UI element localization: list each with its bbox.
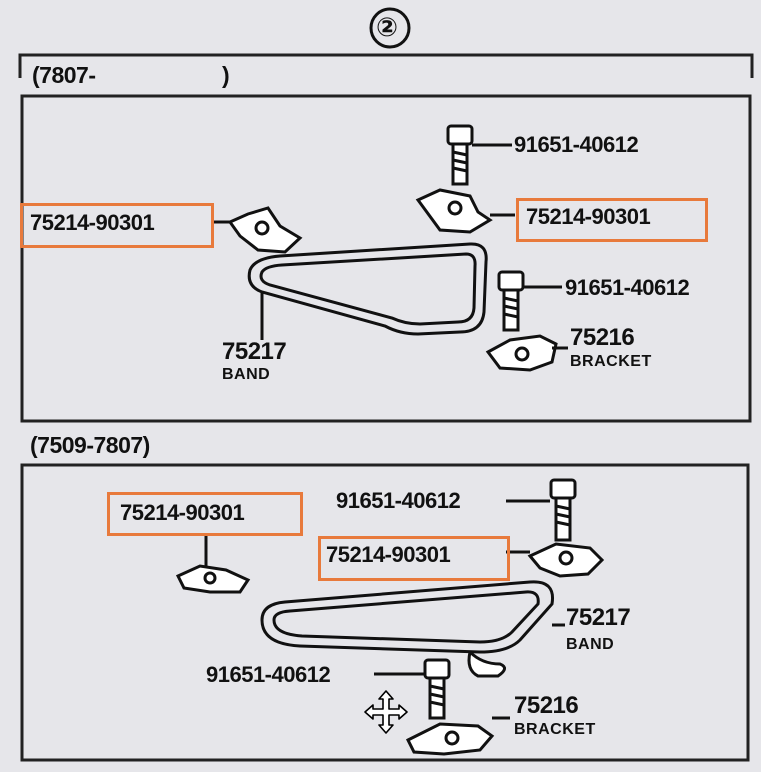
lower-hanger-left bbox=[175, 535, 251, 594]
highlight-lower-hanger-left bbox=[107, 492, 303, 536]
upper-bolt-right bbox=[497, 270, 562, 332]
highlight-upper-hanger-left bbox=[20, 203, 214, 248]
section-number: ② bbox=[376, 12, 398, 42]
upper-range-bracket bbox=[18, 53, 754, 78]
upper-bolt-top-label: 91651-40612 bbox=[514, 132, 639, 157]
lower-bolt-bottom bbox=[374, 658, 451, 720]
upper-range-close: ) bbox=[222, 62, 230, 88]
lower-bracket bbox=[405, 716, 510, 756]
lower-hanger-left-label: 75214-90301 bbox=[120, 500, 245, 525]
lower-band bbox=[260, 580, 565, 678]
upper-bolt-top bbox=[446, 124, 512, 186]
lower-band-name: BAND bbox=[566, 636, 615, 653]
lower-hanger-mid bbox=[506, 542, 605, 578]
lower-bracket-name: BRACKET bbox=[514, 721, 596, 738]
lower-bolt-top bbox=[506, 478, 577, 542]
highlight-lower-hanger-mid bbox=[318, 536, 510, 581]
upper-hanger-left-label: 75214-90301 bbox=[30, 210, 155, 235]
upper-hanger-right-label: 75214-90301 bbox=[526, 204, 651, 229]
upper-range-label: (7807- bbox=[32, 62, 96, 88]
upper-hanger-right bbox=[415, 188, 515, 234]
upper-bracket bbox=[485, 334, 568, 372]
upper-bolt-right-label: 91651-40612 bbox=[565, 275, 690, 300]
lower-range-label: (7509-7807) bbox=[30, 432, 150, 458]
upper-bracket-name: BRACKET bbox=[570, 353, 652, 370]
lower-bracket-number: 75216 bbox=[514, 692, 579, 719]
upper-band-name: BAND bbox=[222, 366, 271, 383]
lower-hanger-mid-label: 75214-90301 bbox=[326, 542, 451, 567]
upper-bracket-number: 75216 bbox=[570, 324, 635, 351]
upper-hanger-left bbox=[212, 206, 303, 254]
lower-bolt-top-label: 91651-40612 bbox=[336, 488, 461, 513]
upper-band bbox=[247, 242, 488, 340]
lower-bolt-bottom-label: 91651-40612 bbox=[206, 662, 331, 687]
highlight-upper-hanger-right bbox=[516, 198, 708, 242]
section-number-circle bbox=[369, 7, 411, 49]
upper-panel-frame bbox=[20, 94, 752, 423]
move-cursor-icon bbox=[364, 690, 408, 734]
upper-band-number: 75217 bbox=[222, 338, 287, 365]
lower-band-number: 75217 bbox=[566, 604, 631, 631]
lower-panel-frame bbox=[20, 463, 750, 762]
